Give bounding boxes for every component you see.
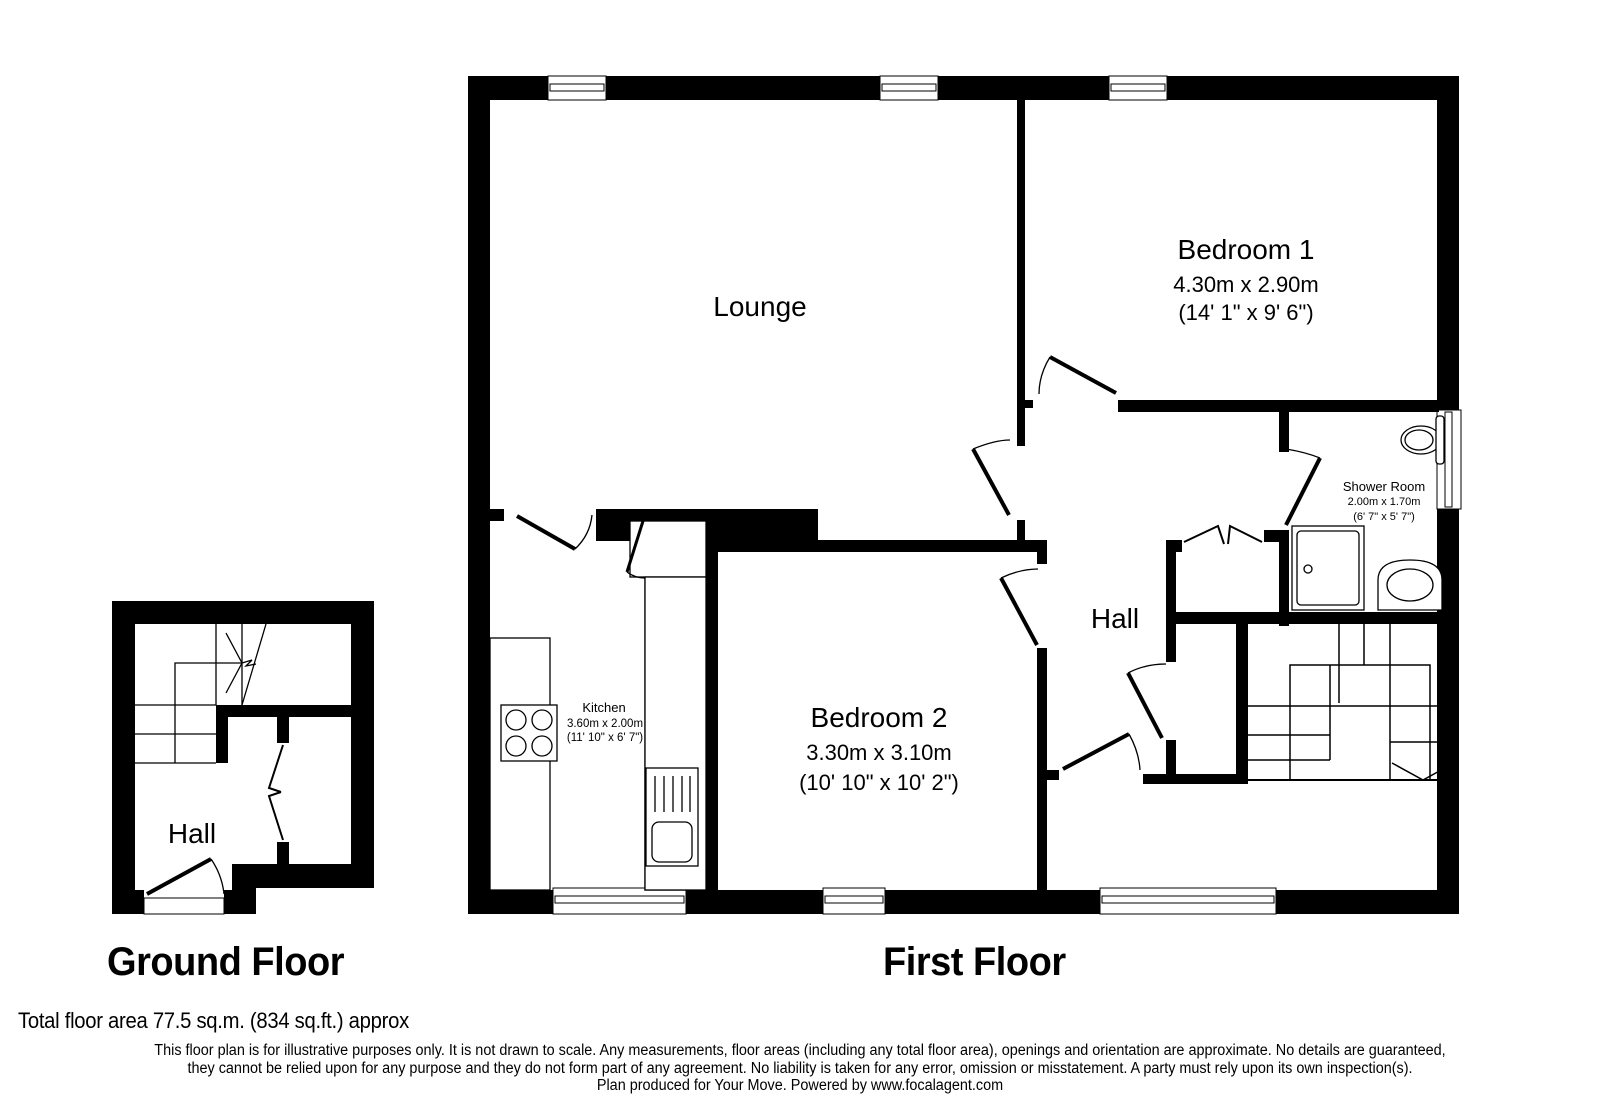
window-hall bbox=[1099, 887, 1277, 915]
door-bedroom1 bbox=[1038, 355, 1117, 395]
disclaimer: This floor plan is for illustrative purp… bbox=[56, 1042, 1544, 1095]
kitchen-counter-left bbox=[489, 637, 551, 891]
window-lounge-2 bbox=[879, 75, 939, 101]
room-dims-kitchen-metric: 3.60m x 2.00m bbox=[567, 718, 643, 730]
room-label-bedroom1: Bedroom 1 bbox=[1178, 234, 1315, 265]
room-dims-bedroom2-imperial: (10' 10" x 10' 2") bbox=[799, 770, 959, 795]
window-kitchen-wide bbox=[552, 887, 687, 915]
wall-left bbox=[468, 76, 490, 914]
wall-lounge-bedroom1 bbox=[1017, 96, 1025, 412]
room-dims-shower-room-imperial: (6' 7" x 5' 7") bbox=[1353, 511, 1415, 523]
wall-cupboard-left bbox=[1166, 540, 1176, 640]
door-larder bbox=[625, 520, 646, 579]
door-bedroom2 bbox=[999, 568, 1039, 646]
staircase-ground-floor bbox=[135, 623, 267, 764]
room-dims-kitchen-imperial: (11' 10" x 6' 7") bbox=[567, 732, 643, 744]
sink-icon bbox=[645, 767, 699, 867]
hob-icon bbox=[500, 704, 558, 762]
door-lounge-hall bbox=[971, 439, 1011, 516]
gf-wall-right bbox=[351, 601, 374, 888]
wall-hall-bedroom2-stub bbox=[1037, 770, 1059, 780]
staircase-first-floor bbox=[1248, 624, 1455, 781]
room-label-hall-first: Hall bbox=[1091, 603, 1139, 634]
gf-door-cupboard-bifold bbox=[267, 744, 284, 841]
disclaimer-line-1: This floor plan is for illustrative purp… bbox=[154, 1042, 1446, 1059]
wall-shower-left-stub bbox=[1279, 410, 1289, 452]
first-floor-plan: Lounge Bedroom 1 4.30m x 2.90m (14' 1" x… bbox=[468, 75, 1462, 915]
total-floor-area: Total floor area 77.5 sq.m. (834 sq.ft.)… bbox=[18, 1008, 409, 1033]
chimney-breast bbox=[596, 509, 818, 541]
door-cupboard2 bbox=[1126, 663, 1167, 739]
door-cupboard-bifold bbox=[1183, 524, 1263, 545]
wall-stub-knob bbox=[1017, 400, 1033, 408]
room-dims-shower-room-metric: 2.00m x 1.70m bbox=[1348, 496, 1421, 508]
wall-top bbox=[468, 76, 1459, 100]
room-dims-bedroom2-metric: 3.30m x 3.10m bbox=[806, 740, 952, 765]
shower-tray-icon bbox=[1291, 525, 1365, 611]
wall-shower-bottom bbox=[1176, 612, 1439, 624]
room-label-lounge: Lounge bbox=[713, 291, 806, 322]
wall-stub-hall-top bbox=[1017, 410, 1025, 446]
window-bedroom2 bbox=[822, 887, 886, 915]
gf-wall-inner-horizontal bbox=[216, 705, 351, 717]
room-label-bedroom2: Bedroom 2 bbox=[811, 702, 948, 733]
gf-wall-bottom-right-stub bbox=[224, 890, 256, 914]
gf-wall-inner-vertical bbox=[216, 705, 228, 763]
wall-cupboard2-bottom bbox=[1143, 774, 1248, 784]
room-label-hall-ground: Hall bbox=[168, 818, 216, 849]
room-label-kitchen: Kitchen bbox=[582, 700, 625, 715]
gf-wall-left bbox=[112, 601, 135, 914]
door-hall-entry bbox=[1062, 732, 1141, 771]
door-kitchen-lounge bbox=[516, 514, 593, 551]
gf-wall-cupboard-top bbox=[277, 717, 289, 743]
wall-cupboard-top-right bbox=[1264, 530, 1286, 542]
wall-cupboard2-left-upper bbox=[1166, 622, 1176, 662]
ground-floor-plan: Hall bbox=[112, 601, 374, 915]
room-dims-bedroom1-metric: 4.30m x 2.90m bbox=[1173, 272, 1319, 297]
gf-wall-bottom-left-stub bbox=[112, 890, 144, 914]
gf-front-door-threshold bbox=[143, 897, 225, 915]
first-floor-title: First Floor bbox=[883, 940, 1066, 984]
disclaimer-line-2: they cannot be relied upon for any purpo… bbox=[187, 1059, 1413, 1077]
ground-floor-title: Ground Floor bbox=[107, 940, 345, 984]
door-shower-room bbox=[1284, 448, 1322, 526]
gf-wall-cupboard-bottom bbox=[277, 842, 289, 866]
room-dims-bedroom1-imperial: (14' 1" x 9' 6") bbox=[1178, 300, 1313, 325]
wall-bedroom1-bottom bbox=[1118, 400, 1439, 412]
wall-lounge-bedroom2 bbox=[716, 540, 1047, 552]
window-lounge-1 bbox=[547, 75, 607, 101]
disclaimer-line-3: Plan produced for Your Move. Powered by … bbox=[596, 1077, 1004, 1094]
room-label-shower-room: Shower Room bbox=[1343, 479, 1425, 494]
toilet-icon bbox=[1400, 415, 1445, 465]
wall-bedroom2-left bbox=[706, 540, 718, 892]
wall-cupboard2-left-lower bbox=[1166, 740, 1176, 784]
window-bedroom1 bbox=[1108, 75, 1168, 101]
wall-stub-hall-top-2 bbox=[1017, 520, 1025, 542]
basin-icon bbox=[1377, 559, 1443, 611]
wall-shower-left-lower bbox=[1279, 530, 1289, 626]
gf-wall-top bbox=[112, 601, 374, 624]
wall-kitchen-stub-left bbox=[488, 509, 504, 521]
wall-stairs-left bbox=[1236, 622, 1248, 784]
gf-front-door bbox=[146, 857, 225, 896]
